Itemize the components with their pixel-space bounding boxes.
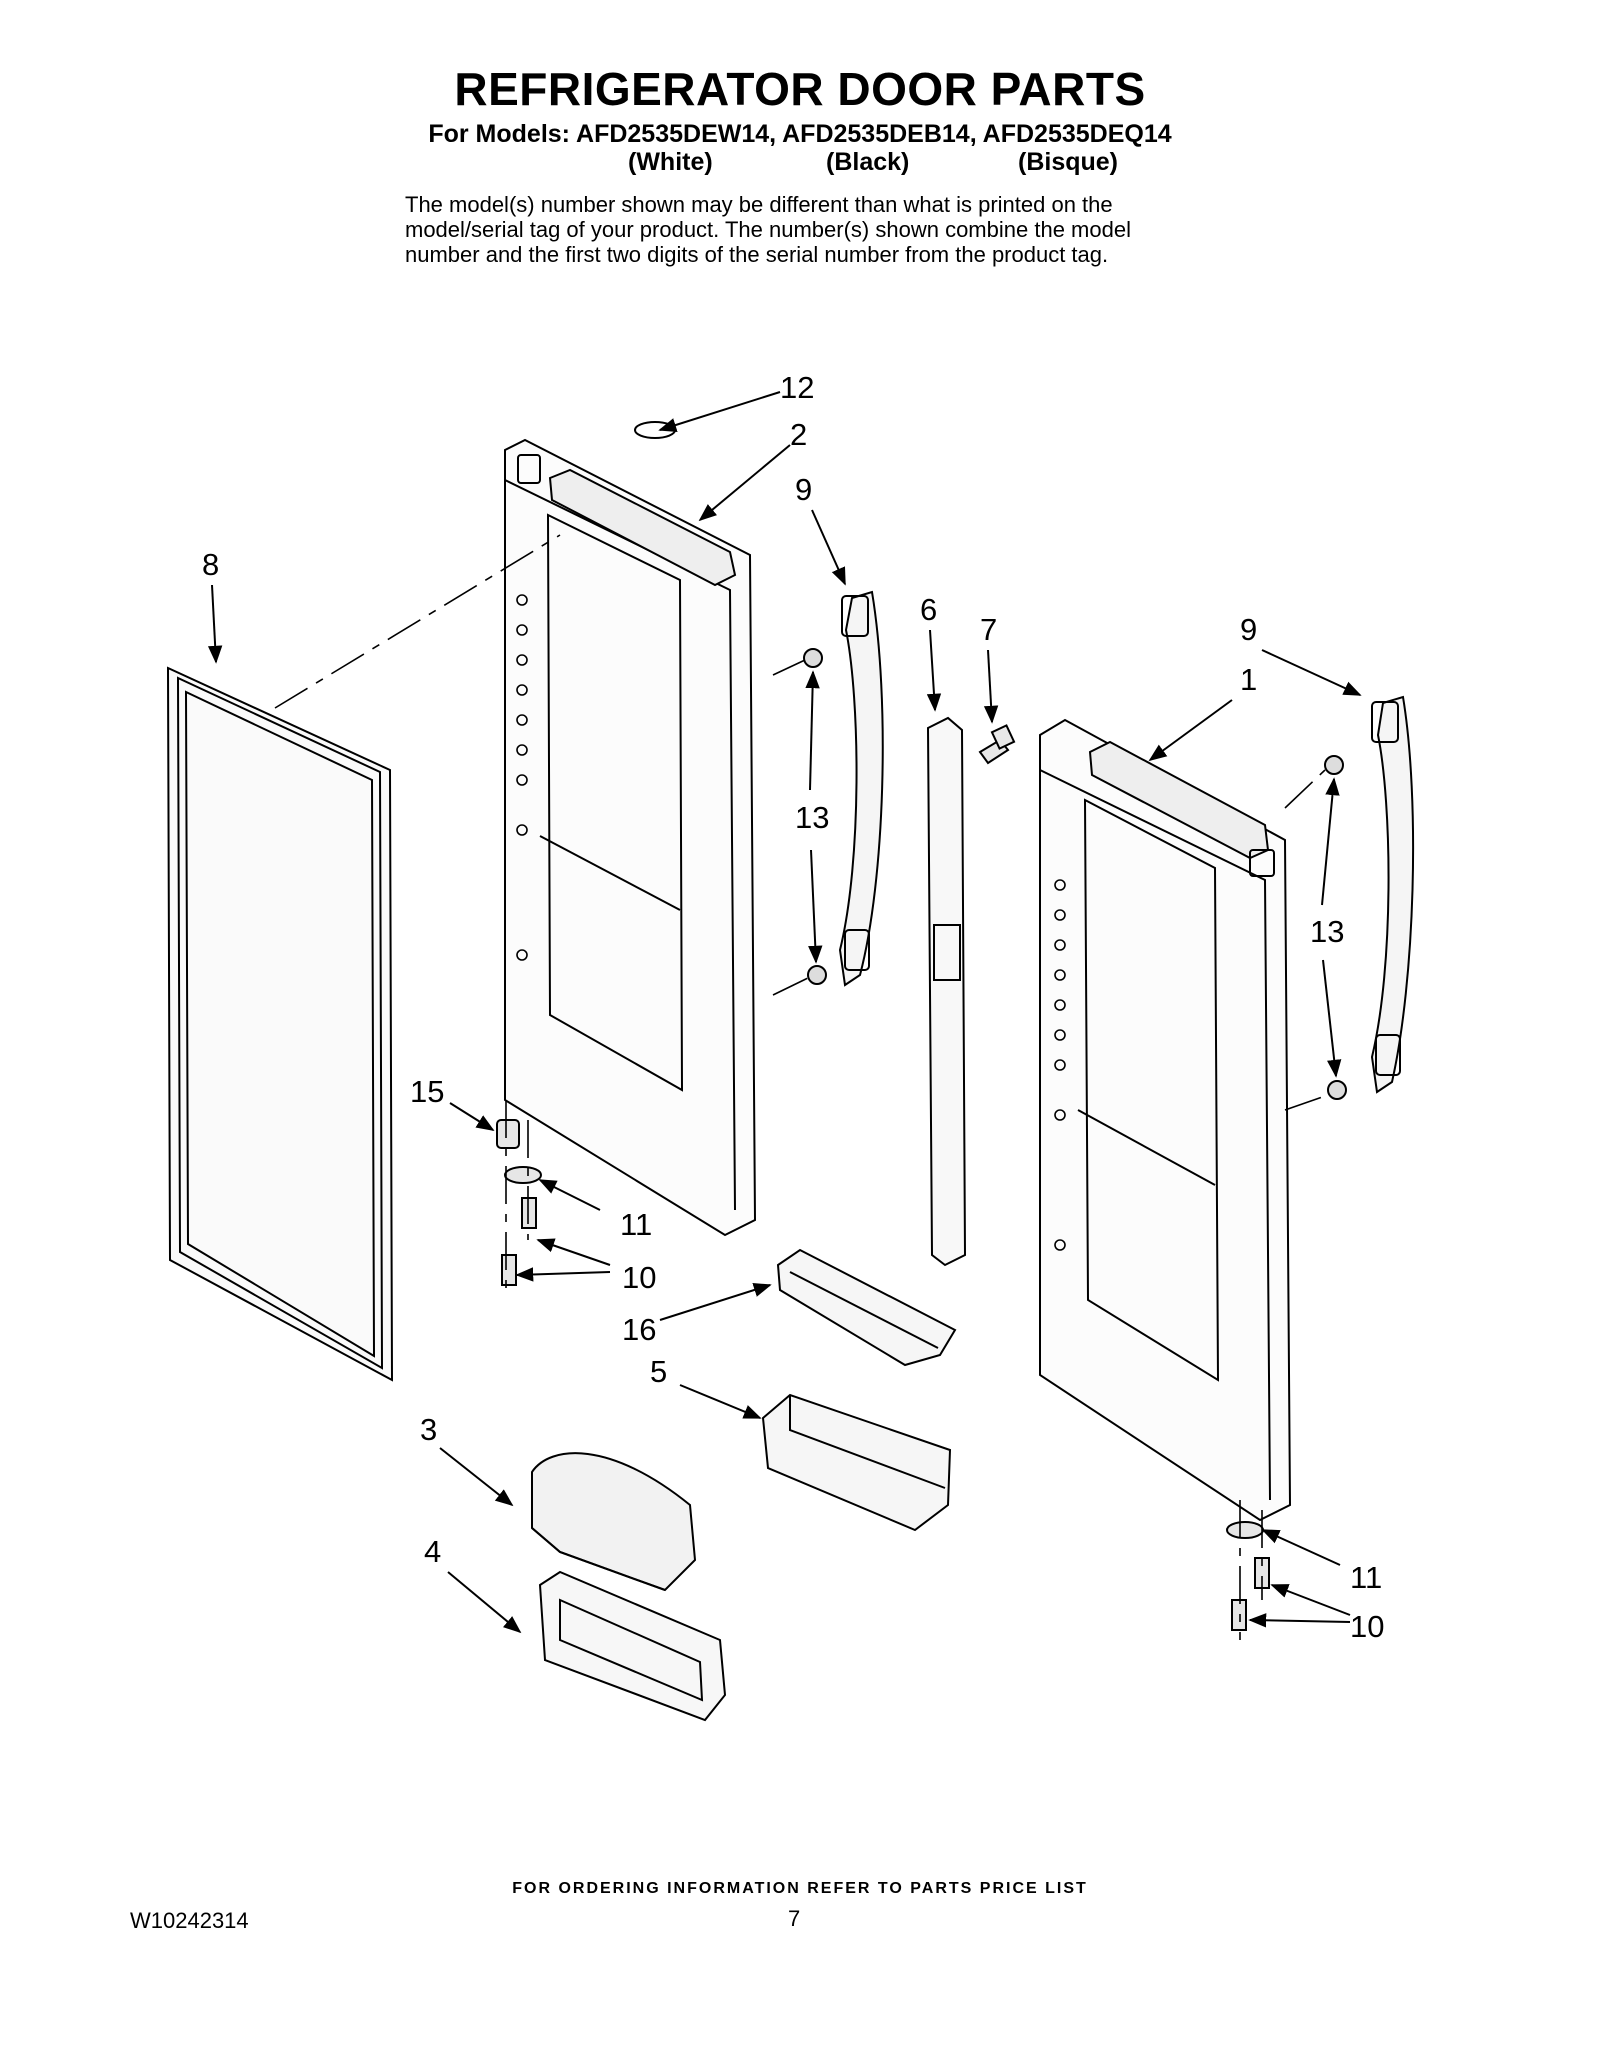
callout-9-left: 9 (795, 472, 812, 507)
callout-10-left: 10 (622, 1260, 656, 1295)
page-title: REFRIGERATOR DOOR PARTS (454, 63, 1146, 115)
model-list: For Models: AFD2535DEW14, AFD2535DEB14, … (428, 120, 1172, 148)
center-flip-mullion-part (926, 716, 967, 1267)
callout-12: 12 (780, 370, 814, 405)
callout-10-right: 10 (1350, 1609, 1384, 1644)
callout-leaders (207, 391, 1362, 1634)
callout-3: 3 (420, 1412, 437, 1447)
model-note: The model(s) number shown may be differe… (405, 192, 1305, 267)
note-line: number and the first two digits of the s… (405, 242, 1109, 267)
mounting-stud-parts (803, 648, 1347, 1100)
right-door-part (1039, 718, 1292, 1522)
callout-4: 4 (424, 1534, 441, 1569)
color-white: (White) (628, 148, 713, 176)
color-black: (Black) (826, 148, 910, 176)
callout-5: 5 (650, 1354, 667, 1389)
note-line: model/serial tag of your product. The nu… (405, 217, 1131, 242)
ordering-info: FOR ORDERING INFORMATION REFER TO PARTS … (512, 1880, 1088, 1897)
dispenser-cover-part (531, 1452, 697, 1592)
note-line: The model(s) number shown may be differe… (405, 192, 1113, 217)
callout-8: 8 (202, 547, 219, 582)
callout-15: 15 (410, 1074, 444, 1109)
callout-13-right: 13 (1310, 914, 1344, 949)
bin-cover-part (776, 1248, 957, 1367)
hinge-seal-part (634, 421, 676, 439)
hinge-screw-part (978, 724, 1016, 765)
left-handle-part (838, 590, 884, 987)
callout-2: 2 (790, 417, 807, 452)
callout-11-left: 11 (620, 1207, 652, 1242)
door-bin-part (761, 1393, 952, 1532)
left-hinge-hardware-parts (496, 1119, 542, 1286)
left-door-part (504, 438, 757, 1237)
callout-6: 6 (920, 592, 937, 627)
right-handle-part (1370, 695, 1415, 1094)
callout-16: 16 (622, 1312, 656, 1347)
callout-1: 1 (1240, 662, 1257, 697)
page-number: 7 (788, 1906, 801, 1931)
door-gasket-part (166, 666, 394, 1382)
color-bisque: (Bisque) (1018, 148, 1118, 176)
callout-9-right: 9 (1240, 612, 1257, 647)
callout-7: 7 (980, 612, 997, 647)
assembly-dash-lines (274, 534, 1329, 1640)
dispenser-base-part (538, 1570, 727, 1722)
callout-13-left: 13 (795, 800, 829, 835)
callout-11-right: 11 (1350, 1560, 1382, 1595)
document-number: W10242314 (130, 1908, 249, 1933)
